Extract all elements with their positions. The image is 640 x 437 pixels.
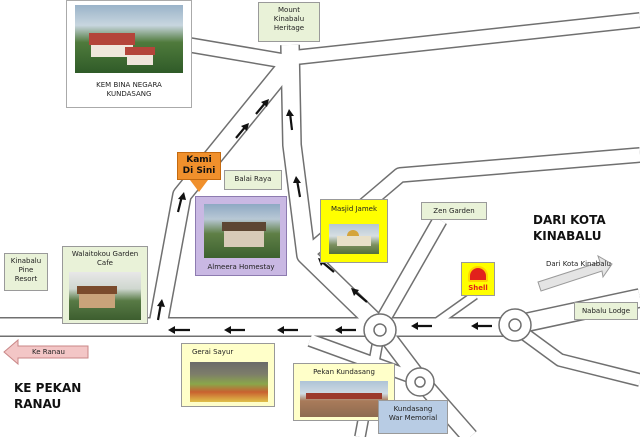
arrow-west-1 [168,326,190,334]
pekan-kundasang-photo [300,381,388,417]
roundabouts [363,308,532,397]
arrow-up-left-3 [235,123,249,139]
arrow-west-5 [411,322,432,330]
shell-label: Shell [468,284,488,292]
shell-station-card: Shell [461,262,495,296]
dari-kk-arrow [537,254,613,292]
kem-bina-negara-label: KEM BINA NEGARA KUNDASANG [96,81,162,98]
shell-logo-icon [468,266,488,282]
masjid-jamek-photo [329,224,379,254]
ke-ranau-arrow [3,338,89,366]
kami-di-sini-pointer [190,180,208,192]
masjid-dome [347,230,359,236]
almeera-homestay-photo [204,204,280,258]
zen-garden-label: Zen Garden [421,202,487,220]
kami-di-sini-marker: Kami Di Sini [177,152,221,194]
mount-kinabalu-heritage-label: Mount Kinabalu Heritage [258,2,320,42]
arrow-up-left-2 [176,192,186,213]
building-roof [89,33,135,45]
balai-raya-label: Balai Raya [224,170,282,190]
ke-pekan-ranau-heading: KE PEKAN RANAU [14,381,82,412]
masjid-body [337,236,371,246]
walaitokou-garden-cafe-label: Walaitokou Garden Cafe [71,250,139,267]
kem-bina-negara-photo [75,5,183,73]
cafe-wall [79,294,115,308]
arrow-up-left-4 [255,99,269,115]
cafe-roof [77,286,117,294]
gerai-sayur-card: Gerai Sayur [181,343,275,407]
homestay-wall [224,231,264,247]
building2-wall [127,55,153,65]
gerai-sayur-photo [190,362,268,402]
almeera-homestay-label: Almeera Homestay [207,263,275,271]
arrow-west-3 [277,326,298,334]
masjid-jamek-label: Masjid Jamek [330,205,378,213]
walaitokou-garden-cafe-card: Walaitokou Garden Cafe [62,246,148,324]
building-wall [91,45,133,57]
arrow-west-4 [335,326,356,334]
arrow-up-right-4 [351,288,368,303]
kem-bina-negara-card: KEM BINA NEGARA KUNDASANG [66,0,192,108]
ke-ranau-label: Ke Ranau [32,348,65,356]
arrow-up-left-1 [156,299,165,321]
building2-roof [125,47,155,55]
arrow-up-right-1 [286,109,294,131]
arrow-up-right-2 [293,176,302,198]
homestay-roof [222,222,266,231]
arrow-west-6 [471,322,492,330]
almeera-homestay-card: Almeera Homestay [195,196,287,276]
gerai-sayur-label: Gerai Sayur [192,348,234,356]
kinabalu-pine-resort-label: Kinabalu Pine Resort [4,253,48,291]
kundasang-war-memorial-label: Kundasang War Memorial [378,400,448,434]
kami-di-sini-label: Kami Di Sini [177,152,221,180]
pekan-kundasang-label: Pekan Kundasang [313,368,375,376]
dari-kota-kinabalu-sign: Dari Kota Kinabalu [546,260,611,268]
walaitokou-garden-cafe-photo [69,272,141,320]
masjid-jamek-card: Masjid Jamek [320,199,388,263]
shophouse-roof [306,393,382,399]
arrow-west-2 [224,326,245,334]
nabalu-lodge-label: Nabalu Lodge [574,302,638,320]
dari-kota-kinabalu-heading: DARI KOTA KINABALU [533,213,606,244]
